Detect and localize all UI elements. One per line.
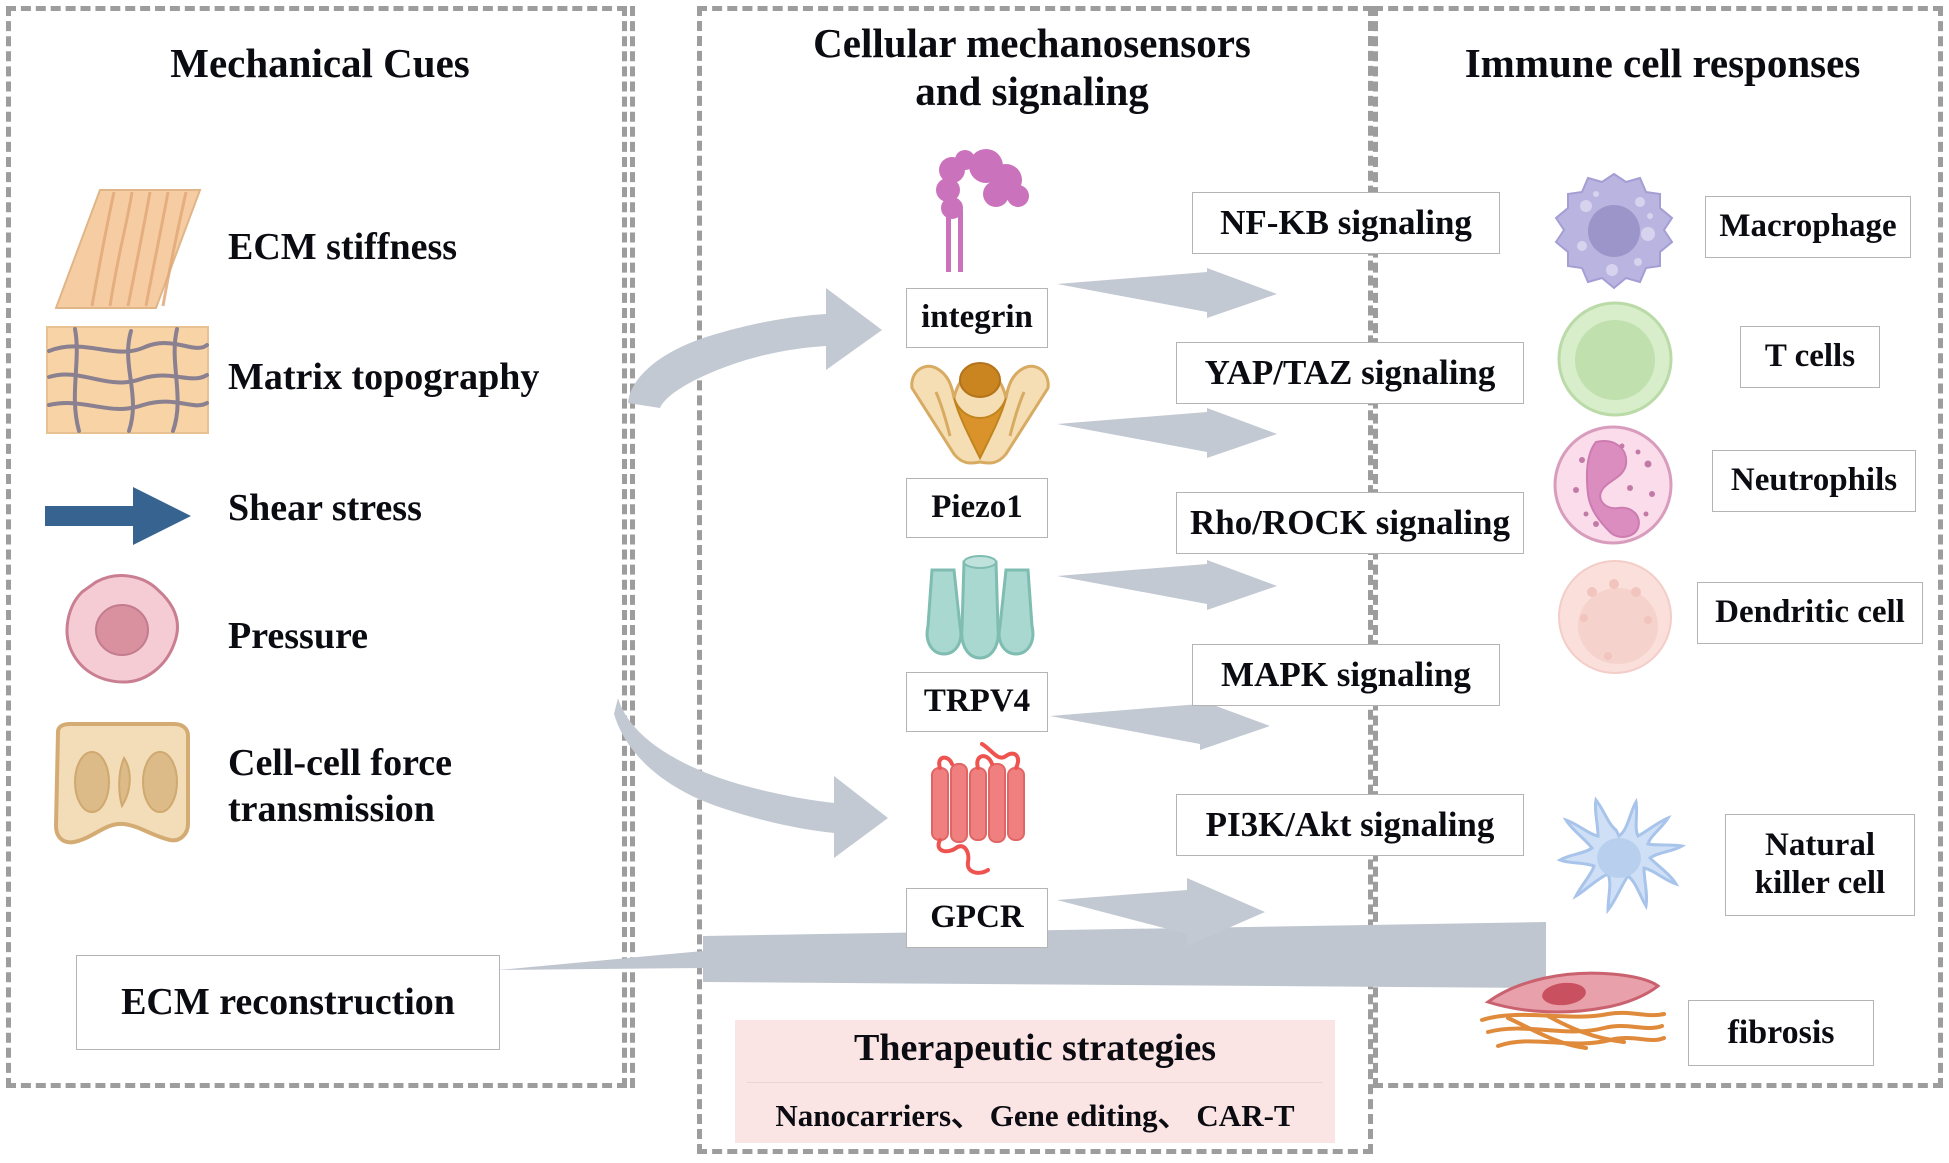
dendritic-cell-icon — [1558, 560, 1672, 674]
signaling-box-nfkb[interactable]: NF-KB signaling — [1192, 192, 1500, 254]
heading-mechanosensors: Cellular mechanosensors and signaling — [712, 20, 1352, 115]
therapeutic-strategies-divider — [747, 1082, 1323, 1083]
cue-label-cell-cell-force: Cell-cell force transmission — [228, 740, 528, 833]
immune-box-neutrophils[interactable]: Neutrophils — [1712, 450, 1916, 512]
signaling-box-rhorock[interactable]: Rho/ROCK signaling — [1176, 492, 1524, 554]
signaling-box-yaptaz[interactable]: YAP/TAZ signaling — [1176, 342, 1524, 404]
sensor-box-gpcr[interactable]: GPCR — [906, 888, 1048, 948]
cue-label-cell-cell-force-line2: transmission — [228, 788, 435, 831]
heading-immune-responses: Immune cell responses — [1464, 40, 1861, 86]
ecm-fiber-sheet-icon — [54, 189, 202, 309]
immune-box-fibrosis[interactable]: fibrosis — [1688, 1000, 1874, 1066]
therapeutic-strategies-box[interactable]: Therapeutic strategies Nanocarriers、 Gen… — [735, 1020, 1335, 1143]
signaling-box-mapk[interactable]: MAPK signaling — [1192, 644, 1500, 706]
curved-arrow-to-integrin — [628, 288, 882, 408]
immune-box-t-cells[interactable]: T cells — [1740, 326, 1880, 388]
two-cell-junction-icon — [53, 722, 190, 845]
integrin-icon — [936, 149, 1029, 272]
fibrosis-icon — [1480, 971, 1666, 1050]
cue-label-shear-stress: Shear stress — [228, 487, 422, 529]
heading-mechanosensors-line2: and signaling — [915, 67, 1149, 114]
natural-killer-cell-icon — [1556, 796, 1687, 915]
cue-label-pressure: Pressure — [228, 615, 369, 657]
feedback-arrow-to-ecm-reconstruction — [498, 922, 1546, 988]
sensor-box-trpv4[interactable]: TRPV4 — [906, 672, 1048, 732]
sensor-box-piezo1[interactable]: Piezo1 — [906, 478, 1048, 538]
matrix-fiber-patch-icon — [46, 326, 209, 434]
gpcr-icon — [931, 742, 1025, 875]
immune-box-nk-line1: Natural — [1765, 827, 1875, 864]
piezo1-icon — [910, 362, 1050, 465]
blue-arrow-icon — [45, 487, 191, 545]
cue-label-ecm-stiffness: ECM stiffness — [228, 226, 458, 268]
therapeutic-strategies-items: Nanocarriers、 Gene editing、 CAR-T — [775, 1098, 1295, 1133]
therapeutic-strategies-title: Therapeutic strategies — [854, 1027, 1216, 1069]
sensor-box-integrin[interactable]: integrin — [906, 288, 1048, 348]
panel-mechanical-cues — [6, 6, 627, 1088]
ecm-reconstruction-box[interactable]: ECM reconstruction — [76, 955, 500, 1050]
neutrophil-cell-icon — [1553, 425, 1673, 545]
arrow-piezo1-to-yaptaz — [1057, 408, 1277, 458]
trpv4-icon — [925, 555, 1035, 660]
immune-box-dendritic-cell[interactable]: Dendritic cell — [1697, 582, 1923, 644]
panel-mechanosensors — [697, 6, 1373, 1154]
arrow-gpcr-to-mapk — [1050, 700, 1270, 750]
signaling-box-pi3kakt[interactable]: PI3K/Akt signaling — [1176, 794, 1524, 856]
macrophage-cell-icon — [1554, 172, 1674, 290]
arrow-gpcr-to-pi3k — [1057, 878, 1265, 946]
curved-arrow-to-gpcr — [614, 698, 888, 858]
heading-mechanical-cues: Mechanical Cues — [170, 40, 470, 86]
panel-divider-rule — [630, 6, 635, 1088]
immune-box-nk-line2: killer cell — [1754, 865, 1886, 901]
t-cell-icon — [1557, 301, 1673, 417]
arrow-trpv4-to-rhorock — [1057, 560, 1277, 610]
pink-cell-icon — [65, 574, 179, 684]
cue-label-cell-cell-force-line1: Cell-cell force — [228, 742, 452, 784]
cue-label-matrix-topography: Matrix topography — [228, 356, 540, 398]
immune-box-macrophage[interactable]: Macrophage — [1705, 196, 1911, 258]
heading-mechanosensors-line1: Cellular mechanosensors — [813, 20, 1251, 66]
arrow-integrin-to-nfkb — [1057, 268, 1277, 318]
immune-box-natural-killer-cell[interactable]: Natural killer cell — [1725, 814, 1915, 916]
